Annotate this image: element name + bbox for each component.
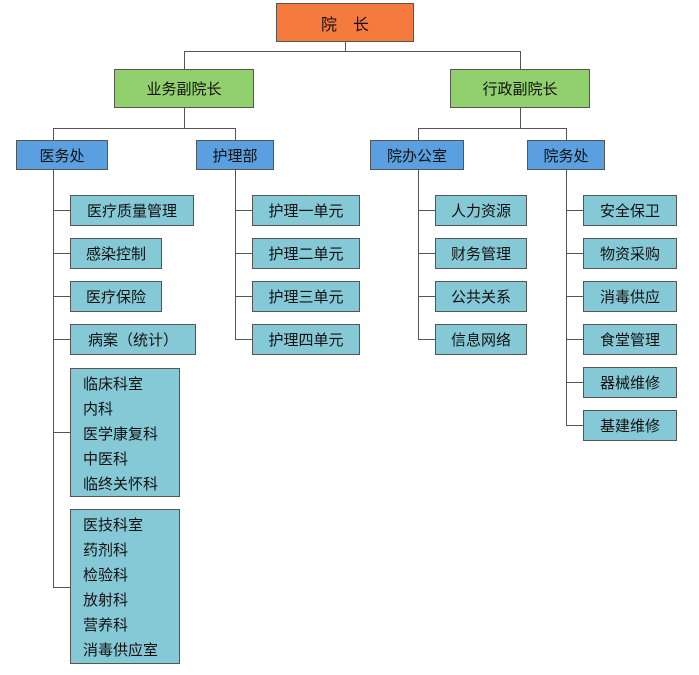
infrastructure-repair-node: 基建维修 [583,410,677,441]
connector-line [53,587,70,588]
sterile-supply-node: 消毒供应 [583,281,677,312]
connector-line [53,253,70,254]
human-resources-node: 人力资源 [435,195,527,226]
medical-records-node: 病案（统计） [70,324,196,355]
connector-line [235,339,252,340]
president-node: 院 长 [276,3,414,42]
nursing-unit-node: 护理二单元 [252,238,360,269]
canteen-management-node: 食堂管理 [583,324,677,355]
connector-line [566,339,583,340]
tech-group-item: 消毒供应室 [83,641,159,659]
tech-group-item: 检验科 [83,566,129,584]
connector-line [566,170,567,426]
connector-line [53,128,235,129]
vp-admin-node: 行政副院长 [450,69,590,108]
tech-group-item: 营养科 [83,616,129,634]
connector-line [566,296,583,297]
clinical-group-item: 中医科 [83,450,129,468]
nursing-dept-node: 护理部 [196,140,274,170]
connector-line [53,128,54,140]
connector-line [235,296,252,297]
clinical-group-item: 临终关怀科 [83,475,159,493]
connector-line [566,382,583,383]
information-network-node: 信息网络 [435,324,527,355]
clinical-departments-group: 临床科室 内科 医学康复科 中医科 临终关怀科 [70,368,180,497]
procurement-node: 物资采购 [583,238,677,269]
connector-line [418,210,435,211]
connector-line [566,253,583,254]
medical-affairs-node: 医务处 [16,140,108,170]
vp-business-node: 业务副院长 [114,69,254,108]
connector-line [418,339,435,340]
tech-group-item: 放射科 [83,591,129,609]
nursing-unit-node: 护理一单元 [252,195,360,226]
medical-insurance-node: 医疗保险 [70,281,162,312]
connector-line [566,128,567,140]
connector-line [53,339,70,340]
connector-line [418,128,566,129]
connector-line [53,432,70,433]
hospital-affairs-node: 院务处 [527,140,605,170]
connector-line [53,170,54,587]
tech-group-item: 药剂科 [83,541,129,559]
connector-line [418,296,435,297]
infection-control-node: 感染控制 [70,238,162,269]
connector-line [235,210,252,211]
connector-line [235,128,236,140]
connector-line [418,170,419,340]
nursing-unit-node: 护理三单元 [252,281,360,312]
connector-line [184,51,520,52]
connector-line [418,128,419,140]
security-node: 安全保卫 [583,195,677,226]
admin-office-node: 院办公室 [370,140,464,170]
connector-line [53,296,70,297]
connector-line [235,253,252,254]
connector-line [520,108,521,128]
connector-line [53,210,70,211]
equipment-repair-node: 器械维修 [583,367,677,398]
clinical-group-item: 医学康复科 [83,425,159,443]
tech-group-label: 医技科室 [83,516,144,534]
finance-node: 财务管理 [435,238,527,269]
connector-line [184,51,185,69]
clinical-group-label: 临床科室 [83,375,144,393]
nursing-unit-node: 护理四单元 [252,324,360,355]
connector-line [520,51,521,69]
connector-line [566,210,583,211]
connector-line [235,170,236,340]
clinical-group-item: 内科 [83,400,114,418]
connector-line [566,425,583,426]
connector-line [345,42,346,51]
quality-management-node: 医疗质量管理 [70,195,194,226]
public-relations-node: 公共关系 [435,281,527,312]
connector-line [184,108,185,128]
connector-line [418,253,435,254]
medical-tech-departments-group: 医技科室 药剂科 检验科 放射科 营养科 消毒供应室 [70,509,180,664]
